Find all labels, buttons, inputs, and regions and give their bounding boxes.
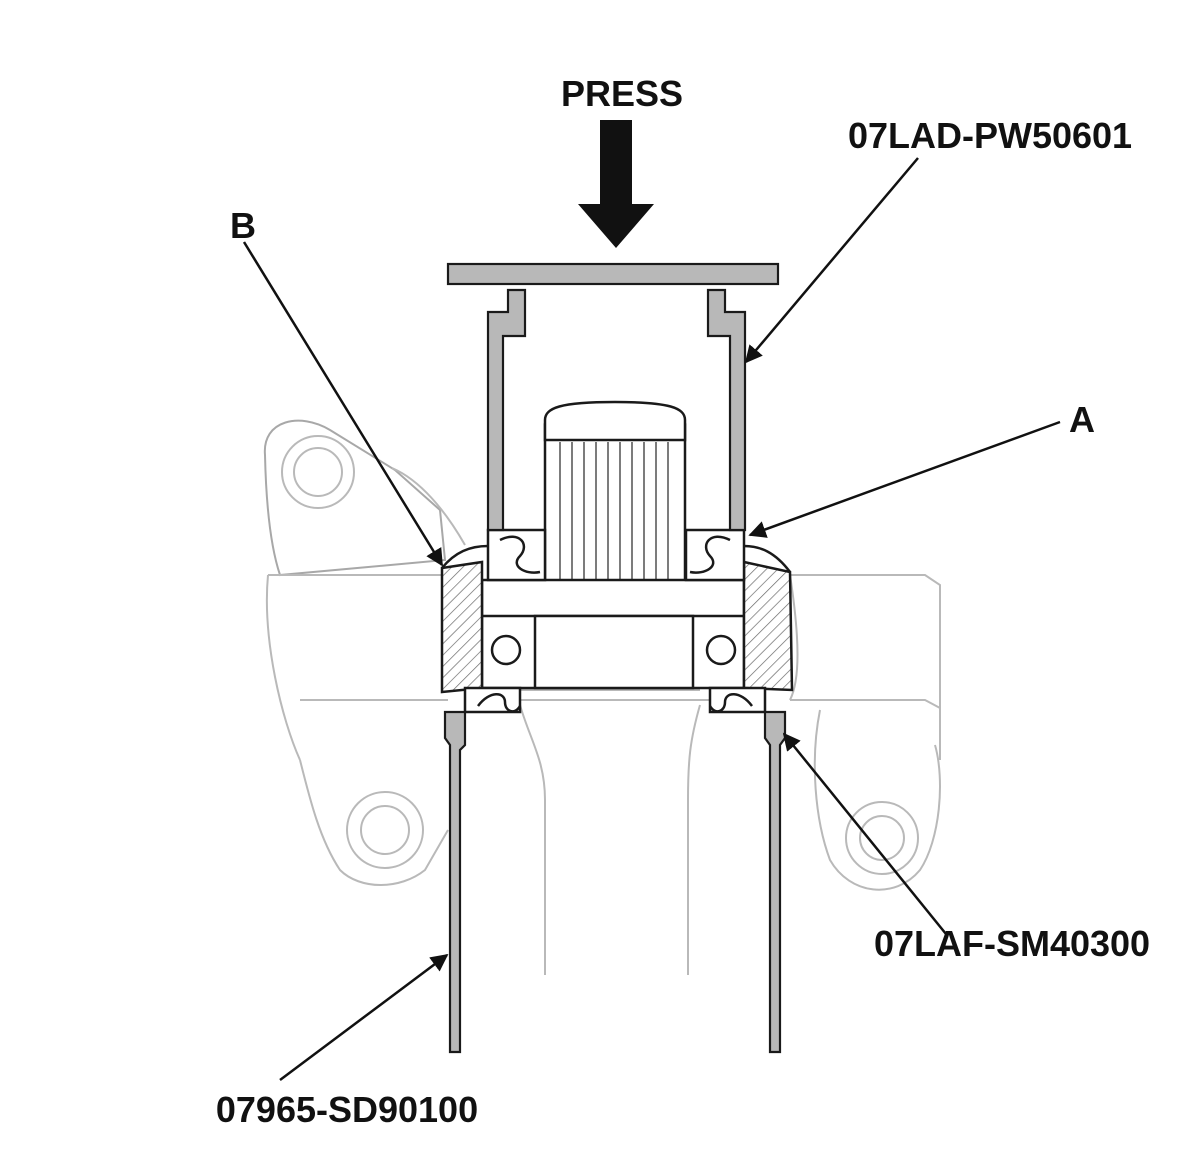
label-tool-07lad: 07LAD-PW50601 [848,115,1132,156]
press-tool-07lad [446,262,780,532]
press-arrow-icon [578,120,654,248]
knuckle-housing [263,419,941,891]
label-part-b: B [230,205,256,246]
hub-bearing [440,400,794,714]
label-tool-07965: 07965-SD90100 [216,1089,478,1130]
label-tool-07laf: 07LAF-SM40300 [874,923,1150,964]
support-tools [443,710,787,1054]
label-part-a: A [1069,399,1095,440]
hub-shaft [500,689,720,975]
label-press: PRESS [561,73,683,114]
leader-arrow-icon [242,157,1061,1082]
